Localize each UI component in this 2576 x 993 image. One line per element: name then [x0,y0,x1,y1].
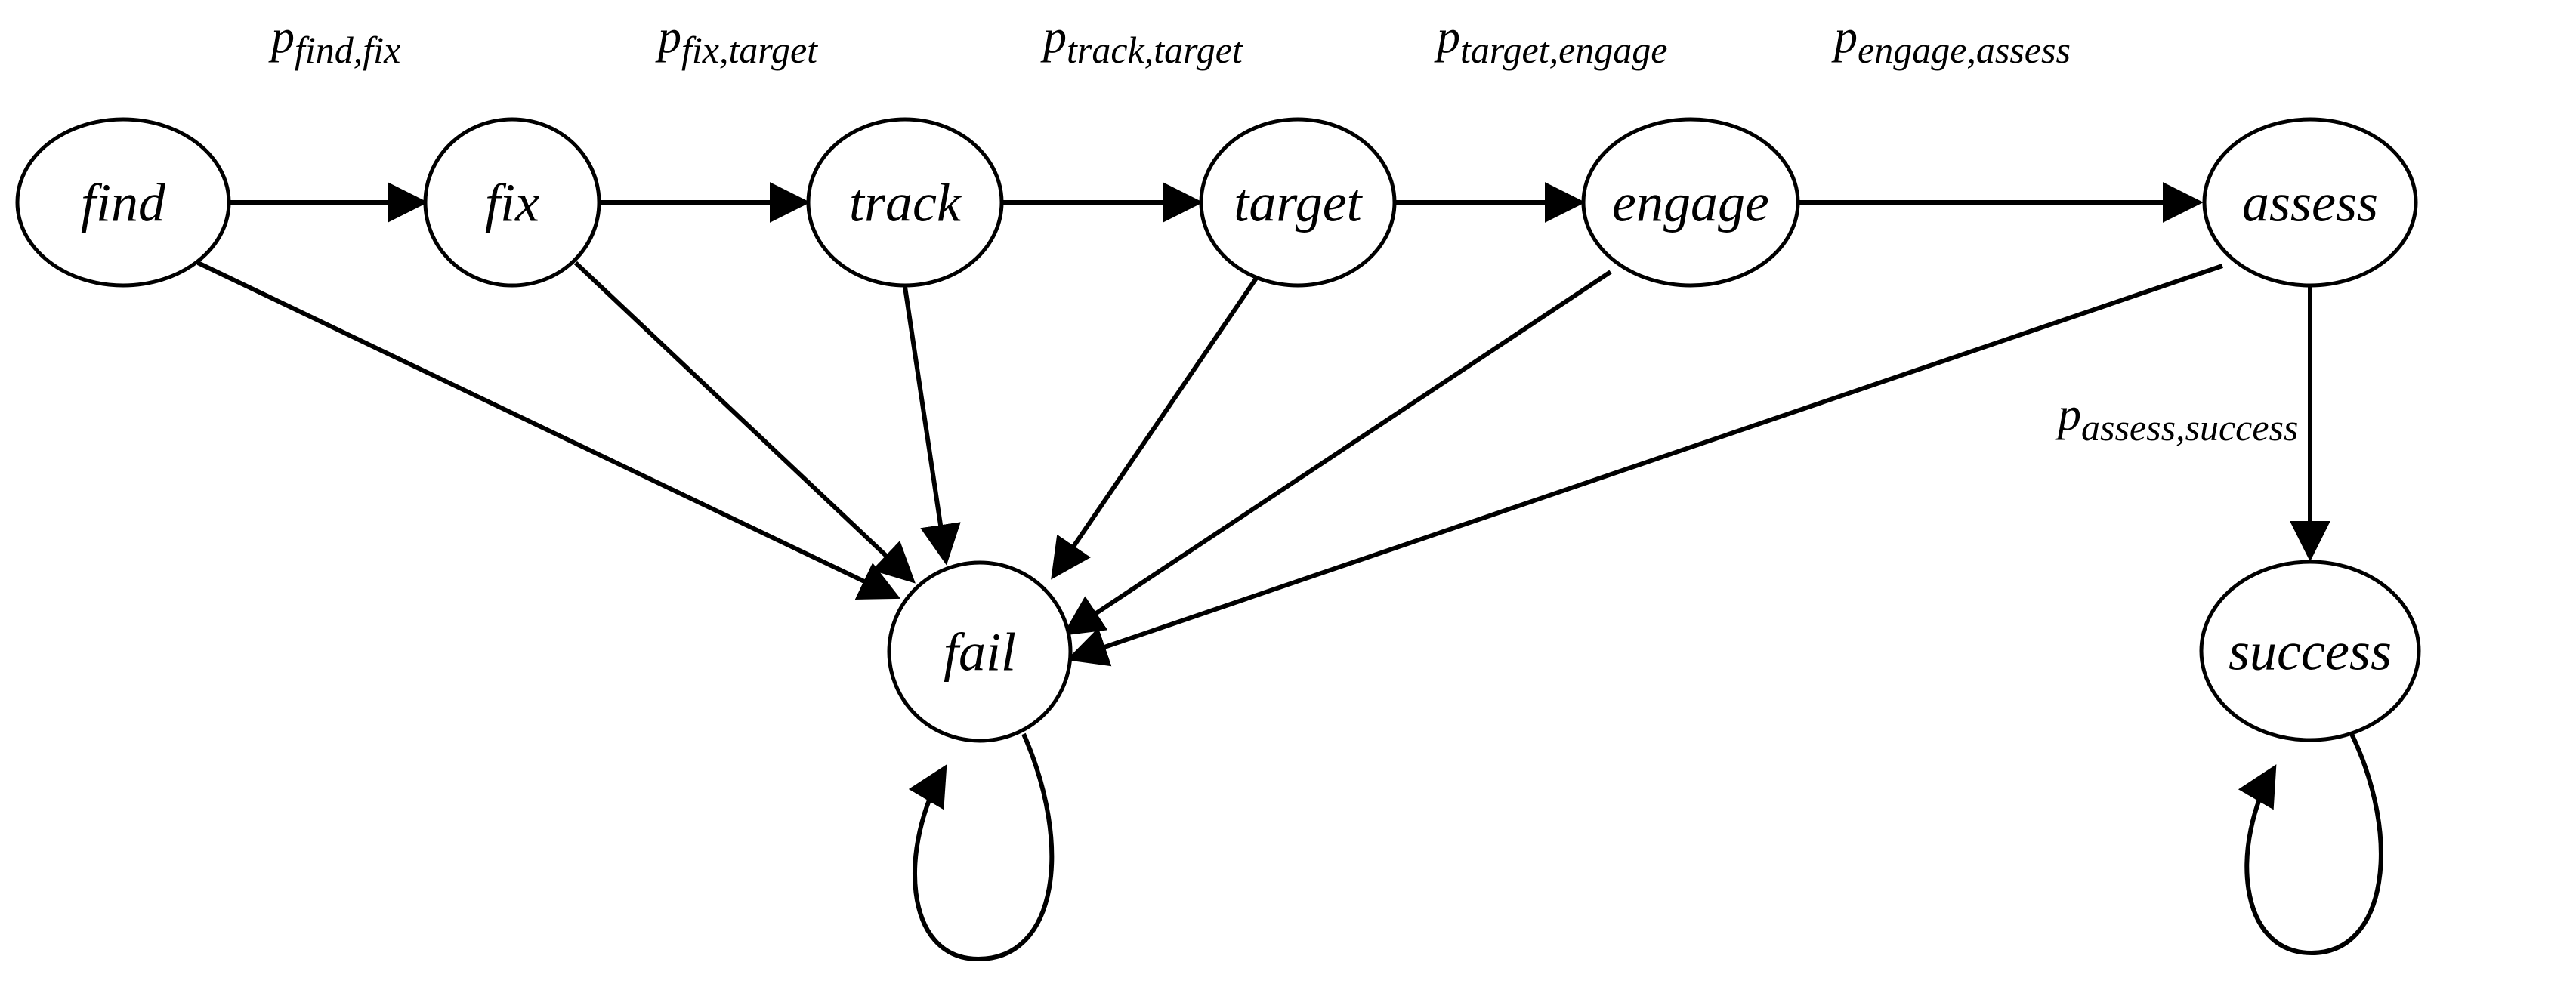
node-fail-label: fail [944,622,1016,683]
edge-label-p-symbol: p [271,11,295,63]
node-track[interactable]: track [806,117,1004,288]
edge-label-p-symbol: p [658,11,681,63]
edge-label-p-symbol: p [1043,11,1067,63]
node-target-label: target [1234,173,1363,233]
node-fix-ellipse[interactable] [423,117,601,288]
node-success[interactable]: success [2199,560,2421,742]
node-group: find fix track target engage assess [15,117,2421,743]
node-success-ellipse[interactable] [2199,560,2421,742]
edge-group-chain [230,182,2330,562]
edge-label-p-assess-success: passess,success [2058,391,2298,446]
edge-assess-to-fail [1066,264,2223,667]
edge-label-p-symbol: p [1834,11,1858,63]
node-track-label: track [849,173,962,233]
node-target[interactable]: target [1199,117,1397,288]
edge-label-p-subscript: fix,target [681,29,818,71]
edge-label-p-track-target: ptrack,target [1043,14,1243,69]
node-find[interactable]: find [15,117,231,288]
node-find-label: find [81,173,166,233]
node-engage-label: engage [1612,173,1769,233]
edge-label-p-subscript: assess,success [2081,406,2299,449]
edge-label-p-find-fix: pfind,fix [271,14,400,69]
node-find-ellipse[interactable] [15,117,231,288]
node-assess-ellipse[interactable] [2202,117,2418,288]
edge-label-p-symbol: p [1437,11,1460,63]
edge-engage-to-fail [1062,270,1612,636]
edge-label-p-engage-assess: pengage,assess [1834,14,2071,69]
node-fail[interactable]: fail [887,560,1073,743]
node-engage[interactable]: engage [1581,117,1800,288]
node-assess[interactable]: assess [2202,117,2418,288]
edge-find-to-fail [196,261,901,600]
edge-group-self-loops [908,731,2383,962]
node-track-ellipse[interactable] [806,117,1004,288]
edge-group-failures [196,261,2223,667]
edge-label-p-subscript: track,target [1067,29,1243,71]
edge-label-p-subscript: find,fix [295,29,401,71]
edge-success-self-loop [2238,731,2383,956]
node-fix[interactable]: fix [423,117,601,288]
node-fix-label: fix [485,173,539,233]
node-engage-ellipse[interactable] [1581,117,1800,288]
node-fail-ellipse[interactable] [887,560,1073,743]
edge-label-p-subscript: engage,assess [1858,29,2071,71]
edge-fix-to-fail [573,261,916,584]
node-target-ellipse[interactable] [1199,117,1397,288]
edge-track-to-fail [903,286,961,566]
edge-target-to-fail [1051,269,1264,580]
node-success-label: success [2229,621,2392,682]
edge-fail-self-loop [908,732,1055,962]
edge-label-p-symbol: p [2058,389,2081,440]
edge-label-p-target-engage: ptarget,engage [1437,14,1667,69]
edge-label-p-subscript: target,engage [1460,29,1668,71]
edge-label-p-fix-target: pfix,target [658,14,817,69]
node-assess-label: assess [2242,173,2378,233]
